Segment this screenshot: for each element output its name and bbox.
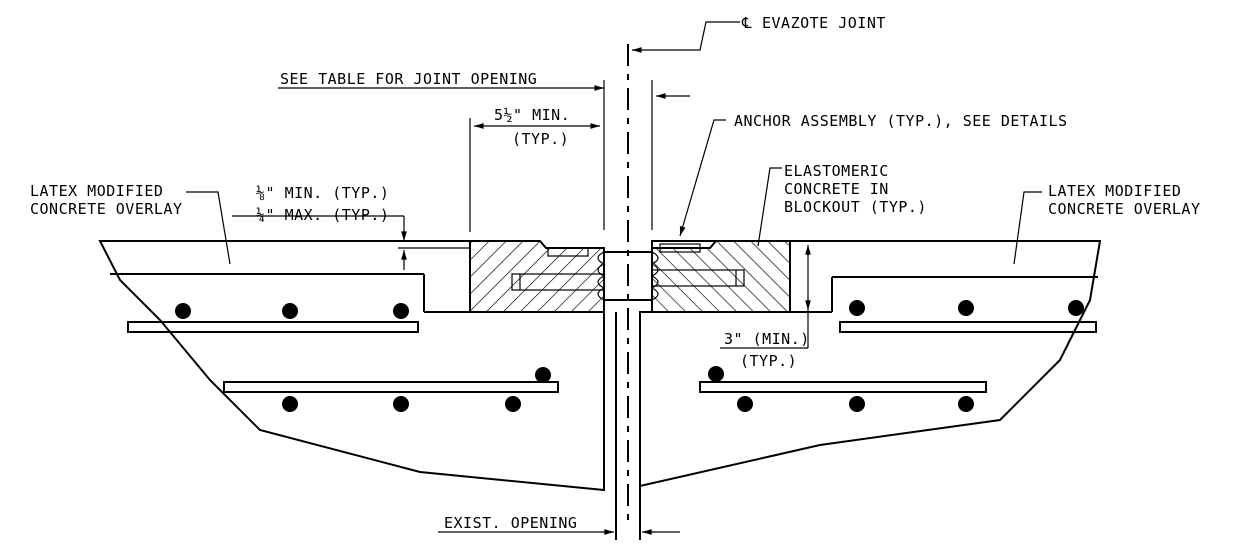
right-anchor-bar [651,269,745,287]
rebar [393,303,409,319]
right-anchor-coil [650,251,659,301]
rebar [282,303,298,319]
right-top-longitudinal-bar [839,321,1097,333]
elastomeric-line3: BLOCKOUT (TYP.) [784,198,927,216]
right-bottom-longitudinal-bar [699,381,987,393]
latex-left-line1: LATEX MODIFIED [30,182,163,200]
elastomeric-line1: ELASTOMERIC [784,162,889,180]
left-anchor-coil [597,251,606,301]
rebar [393,396,409,412]
rebar [535,367,551,383]
anchor-label: ANCHOR ASSEMBLY (TYP.), SEE DETAILS [734,112,1068,130]
rebar [505,396,521,412]
min-3-label: 3" (MIN.) [724,330,810,348]
max-1-4-label: ¼" MAX. (TYP.) [256,206,389,224]
rebar [708,366,724,382]
rebar [849,396,865,412]
latex-right-line1: LATEX MODIFIED [1048,182,1181,200]
left-bottom-longitudinal-bar [223,381,559,393]
rebar [958,300,974,316]
rebar [175,303,191,319]
left-anchor-bar [511,273,605,291]
cl-symbol: ℄ [741,14,752,32]
min-5-5-label: 5½" MIN. [494,106,570,124]
right-elastomeric-blockout [651,240,791,313]
exist-opening-label: EXIST. OPENING [444,514,577,532]
typ-label-a: (TYP.) [512,130,569,148]
elastomeric-line2: CONCRETE IN [784,180,889,198]
latex-left-line2: CONCRETE OVERLAY [30,200,183,218]
rebar [958,396,974,412]
typ-label-b: (TYP.) [740,352,797,370]
latex-right-line2: CONCRETE OVERLAY [1048,200,1201,218]
cl-joint-label: EVAZOTE JOINT [762,14,886,32]
rebar [849,300,865,316]
rebar [1068,300,1084,316]
rebar [737,396,753,412]
rebar [282,396,298,412]
min-1-8-label: ⅛" MIN. (TYP.) [256,184,389,202]
left-top-longitudinal-bar [127,321,419,333]
see-table-label: SEE TABLE FOR JOINT OPENING [280,70,537,88]
left-elastomeric-blockout [469,240,605,313]
